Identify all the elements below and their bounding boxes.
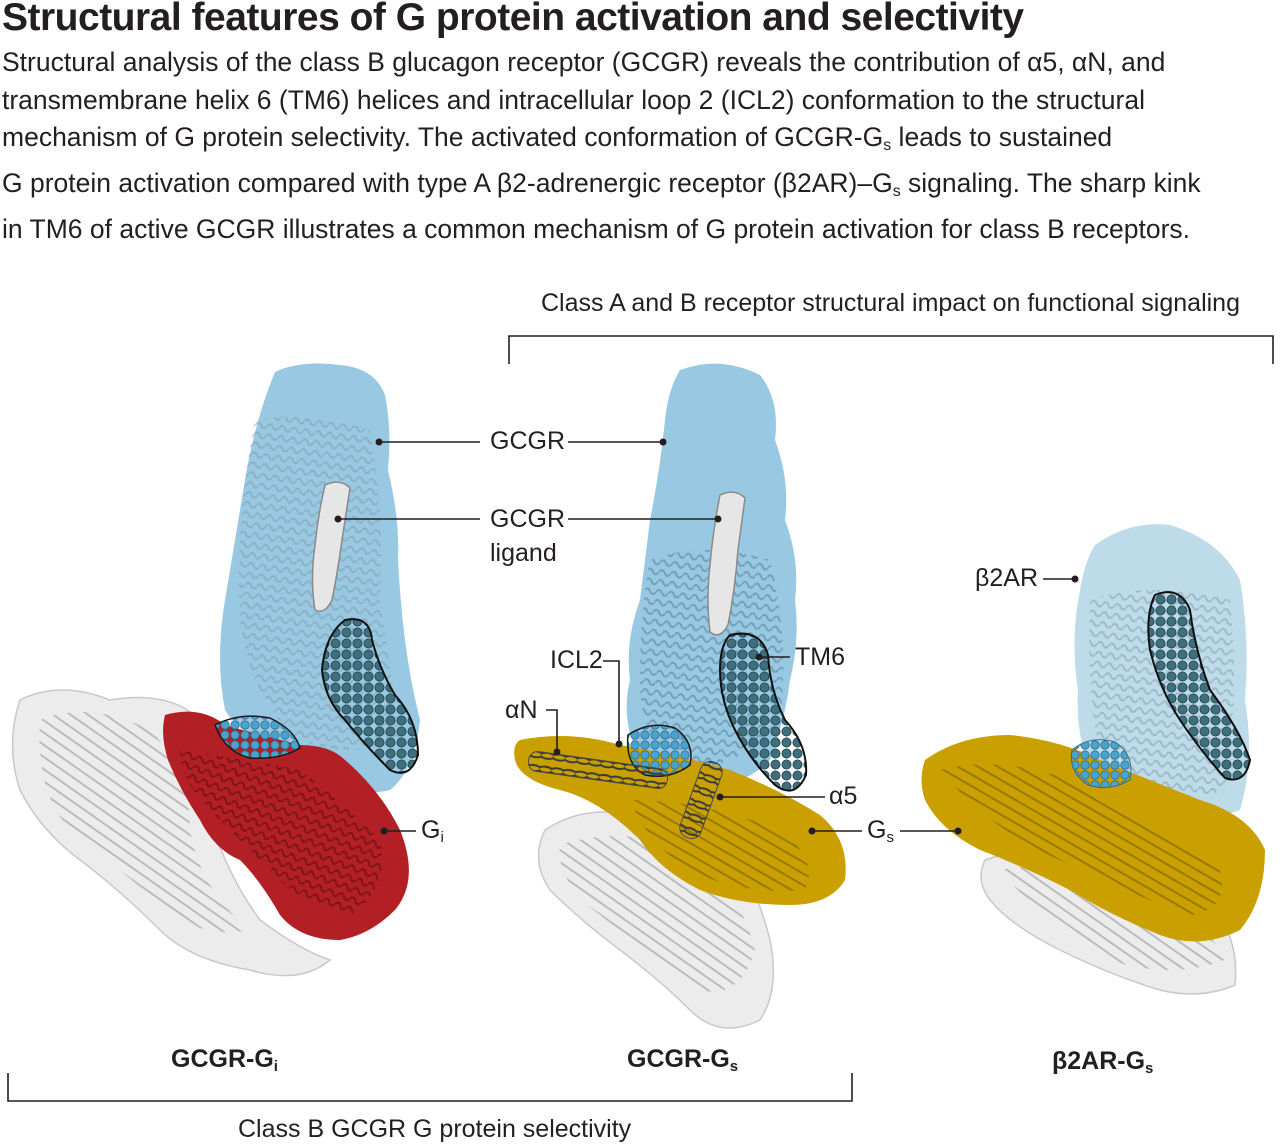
- dot-gcgr-left: [375, 438, 383, 446]
- label-gcgr-ligand-line1: GCGR: [490, 505, 565, 533]
- dot-b2ar: [1071, 575, 1079, 583]
- gcgr-ligand-left: [311, 481, 351, 612]
- gi-helices: [180, 750, 382, 915]
- description-line-4: G protein activation compared with type …: [2, 168, 1201, 201]
- description-line-3: mechanism of G protein selectivity. The …: [2, 122, 1113, 155]
- label-alpha5: α5: [829, 782, 858, 810]
- top-bracket: [508, 335, 1274, 364]
- top-bracket-label: Class A and B receptor structural impact…: [541, 289, 1240, 317]
- gbeta-sheets-right: [1000, 866, 1225, 970]
- description-line-1: Structural analysis of the class B gluca…: [2, 47, 1166, 77]
- gcgr-gs-structure: [514, 363, 846, 1029]
- leader-icl2: [603, 660, 620, 744]
- dot-ligand-right: [714, 515, 722, 523]
- dot-gcgr-right: [659, 438, 667, 446]
- gs-sheets-mid: [630, 800, 810, 891]
- dot-tm6: [755, 653, 763, 661]
- dot-gs-left: [808, 827, 816, 835]
- panel-title-gcgr-gi: GCGR-Gi: [171, 1045, 278, 1075]
- dot-an: [553, 748, 561, 756]
- alpha5-helix: [679, 760, 723, 840]
- b2ar-gs-structure: [921, 524, 1265, 995]
- alpha-n-helix: [527, 751, 669, 789]
- description-line-2: transmembrane helix 6 (TM6) helices and …: [2, 84, 1145, 115]
- label-gi: Gi: [421, 816, 444, 846]
- label-tm6: TM6: [795, 643, 845, 671]
- leader-an: [546, 709, 558, 752]
- label-icl2: ICL2: [550, 646, 603, 674]
- dot-icl2: [615, 740, 623, 748]
- tm6-right: [1147, 591, 1252, 781]
- gs-sheets-right: [940, 764, 1222, 915]
- icl2-left: [214, 715, 301, 760]
- gbeta-sheets-left: [39, 712, 250, 933]
- label-gs: Gs: [867, 816, 894, 846]
- b2ar-helices: [1089, 590, 1234, 800]
- label-b2ar: β2AR: [975, 564, 1039, 592]
- dot-a5: [716, 793, 724, 801]
- leader-lines: [338, 441, 1075, 832]
- label-gcgr-ligand-line2: ligand: [490, 539, 557, 567]
- dot-ligand-left: [334, 515, 342, 523]
- gcgr-ligand-mid: [707, 491, 746, 636]
- label-alpha-n: αN: [505, 696, 538, 724]
- figure-title: Structural features of G protein activat…: [2, 0, 1024, 39]
- leader-dots: [334, 438, 1079, 835]
- icl2-right: [1070, 739, 1132, 789]
- tm6-left: [320, 618, 420, 774]
- bottom-bracket: [7, 1073, 853, 1102]
- dot-gs-right: [954, 827, 962, 835]
- description-line-5: in TM6 of active GCGR illustrates a comm…: [2, 213, 1191, 244]
- figure-description: Structural analysis of the class B gluca…: [2, 44, 1252, 248]
- label-gcgr: GCGR: [490, 427, 565, 455]
- dot-gi: [380, 827, 388, 835]
- panel-title-b2ar-gs: β2AR-Gs: [1052, 1047, 1154, 1077]
- bottom-bracket-label: Class B GCGR G protein selectivity: [238, 1115, 632, 1143]
- tm6-mid: [718, 632, 808, 792]
- panel-title-gcgr-gs: GCGR-Gs: [627, 1045, 739, 1075]
- gcgr-gi-structure: [11, 363, 420, 977]
